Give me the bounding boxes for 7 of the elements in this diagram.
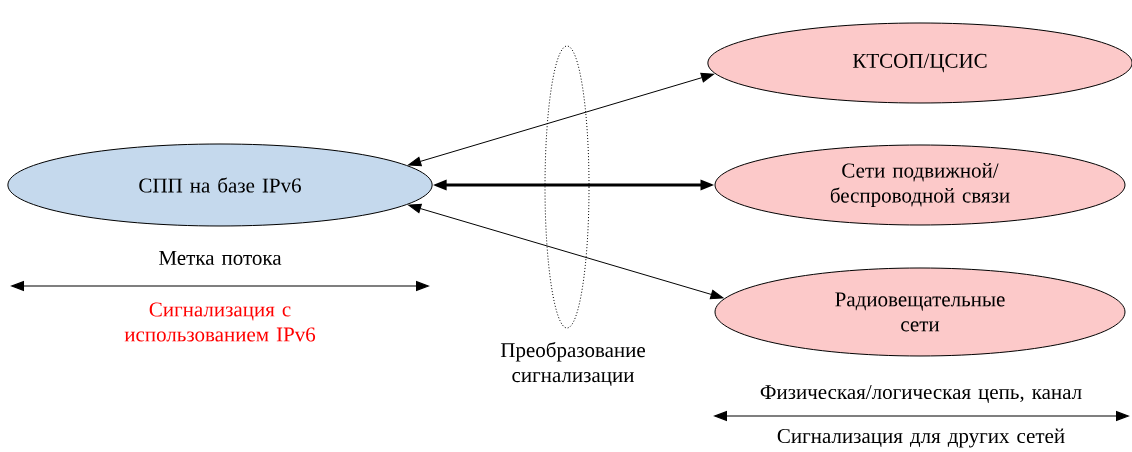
channel-label: Физическая/логическая цепь, канал — [760, 385, 1082, 403]
signaling-label: Сигнализация с использованием IPv6 — [124, 302, 316, 342]
double-arrow — [408, 203, 724, 300]
signaling-label: Сигнализация для других сетей — [777, 428, 1065, 448]
conversion-label: Преобразование сигнализации — [500, 341, 645, 387]
flow-label: Метка потока — [159, 251, 282, 265]
double-arrow — [408, 72, 715, 167]
